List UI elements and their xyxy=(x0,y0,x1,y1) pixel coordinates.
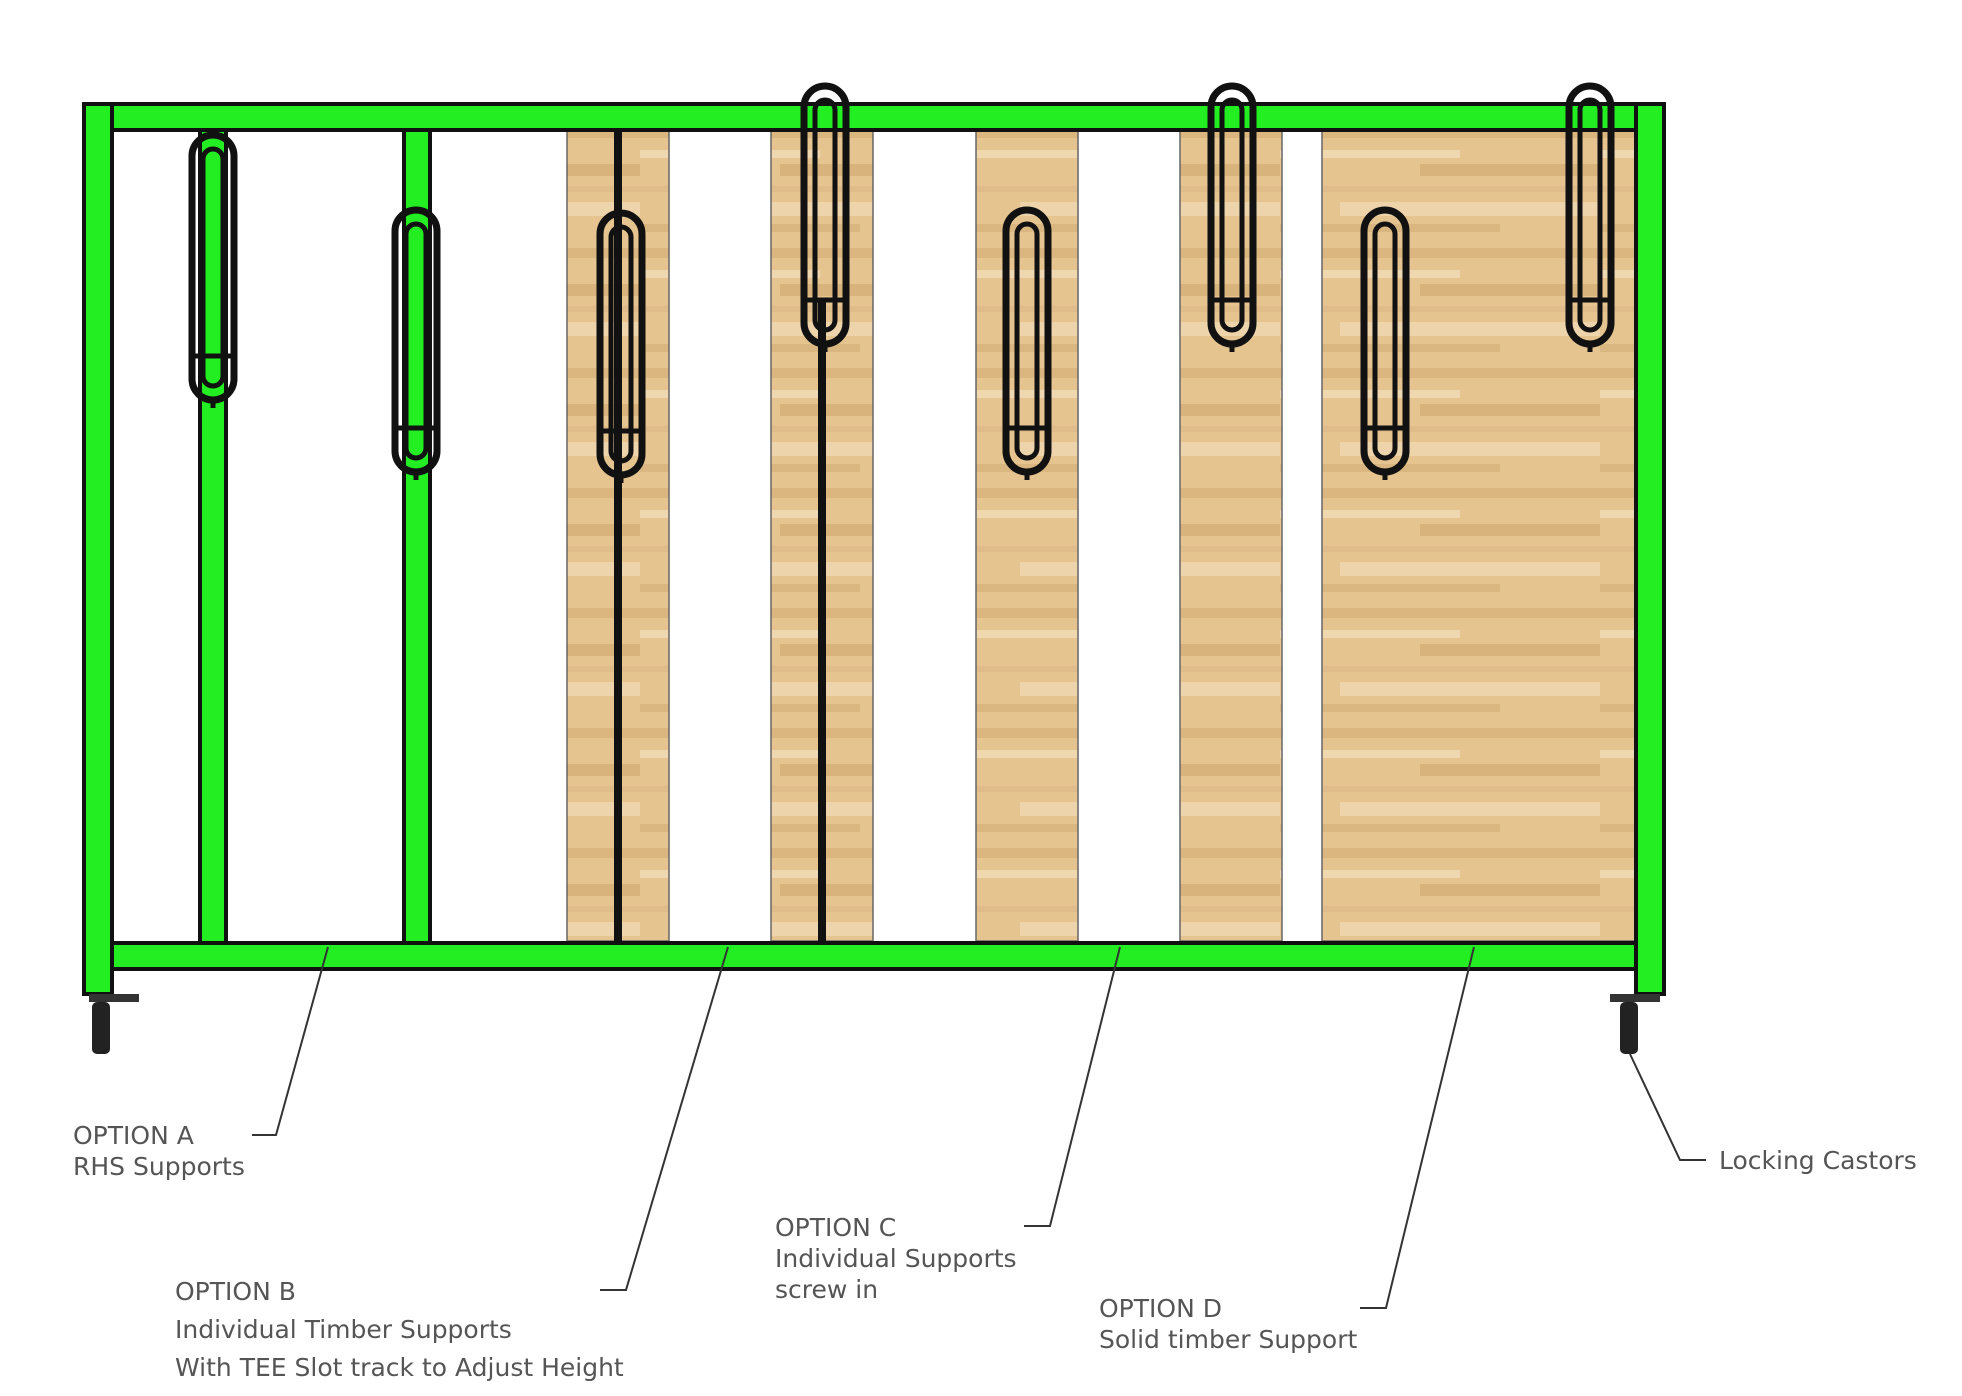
leader-line-castors xyxy=(1629,1053,1706,1161)
castors-label: Locking Castors xyxy=(1719,1146,1917,1175)
option-c-desc-2: screw in xyxy=(775,1275,878,1304)
frame-right-post xyxy=(1634,102,1666,996)
tee-slot-track xyxy=(614,130,622,941)
option-d-desc: Solid timber Support xyxy=(1099,1325,1357,1354)
support-hook-icon xyxy=(1565,82,1615,352)
tee-slot-track xyxy=(818,300,826,941)
support-hook-icon xyxy=(1207,82,1257,352)
callout-option-c: OPTION C Individual Supports screw in xyxy=(775,1213,1017,1304)
frame-top-rail xyxy=(82,102,1666,132)
option-a-desc: RHS Supports xyxy=(73,1152,245,1181)
option-b-title: OPTION B xyxy=(175,1277,296,1306)
rhs-frame xyxy=(82,102,1666,996)
option-b-desc-2: With TEE Slot track to Adjust Height xyxy=(175,1353,624,1382)
support-hook-icon xyxy=(391,206,441,480)
support-hook-icon xyxy=(596,209,646,483)
castor-icon xyxy=(89,994,139,1054)
option-c-desc: Individual Supports xyxy=(775,1244,1017,1273)
timber-boards xyxy=(566,129,1641,942)
callout-option-b: OPTION B Individual Timber Supports With… xyxy=(175,1277,624,1382)
timber-board-d xyxy=(1322,130,1640,941)
leader-line-option-b xyxy=(600,946,729,1291)
castor-icon xyxy=(1610,994,1660,1054)
support-hook-icon xyxy=(1002,206,1052,480)
callout-option-a: OPTION A RHS Supports xyxy=(73,1121,245,1181)
timber-board-c3 xyxy=(1180,130,1282,941)
support-hooks xyxy=(188,82,1615,483)
frame-left-post xyxy=(82,102,114,996)
leader-line-option-a xyxy=(252,946,329,1136)
callout-option-d: OPTION D Solid timber Support xyxy=(1099,1294,1357,1354)
frame-bottom-rail xyxy=(82,941,1666,971)
option-c-title: OPTION C xyxy=(775,1213,896,1242)
timber-board-c2 xyxy=(976,130,1078,941)
support-hook-icon xyxy=(800,82,850,352)
option-d-title: OPTION D xyxy=(1099,1294,1222,1323)
callout-castors: Locking Castors xyxy=(1719,1146,1917,1175)
option-a-title: OPTION A xyxy=(73,1121,194,1150)
support-hook-icon xyxy=(1360,206,1410,480)
option-b-desc: Individual Timber Supports xyxy=(175,1315,512,1344)
leader-line-option-d xyxy=(1360,946,1475,1309)
support-hook-icon xyxy=(188,131,238,408)
leader-line-option-c xyxy=(1024,946,1121,1227)
leader-lines xyxy=(252,946,1706,1309)
